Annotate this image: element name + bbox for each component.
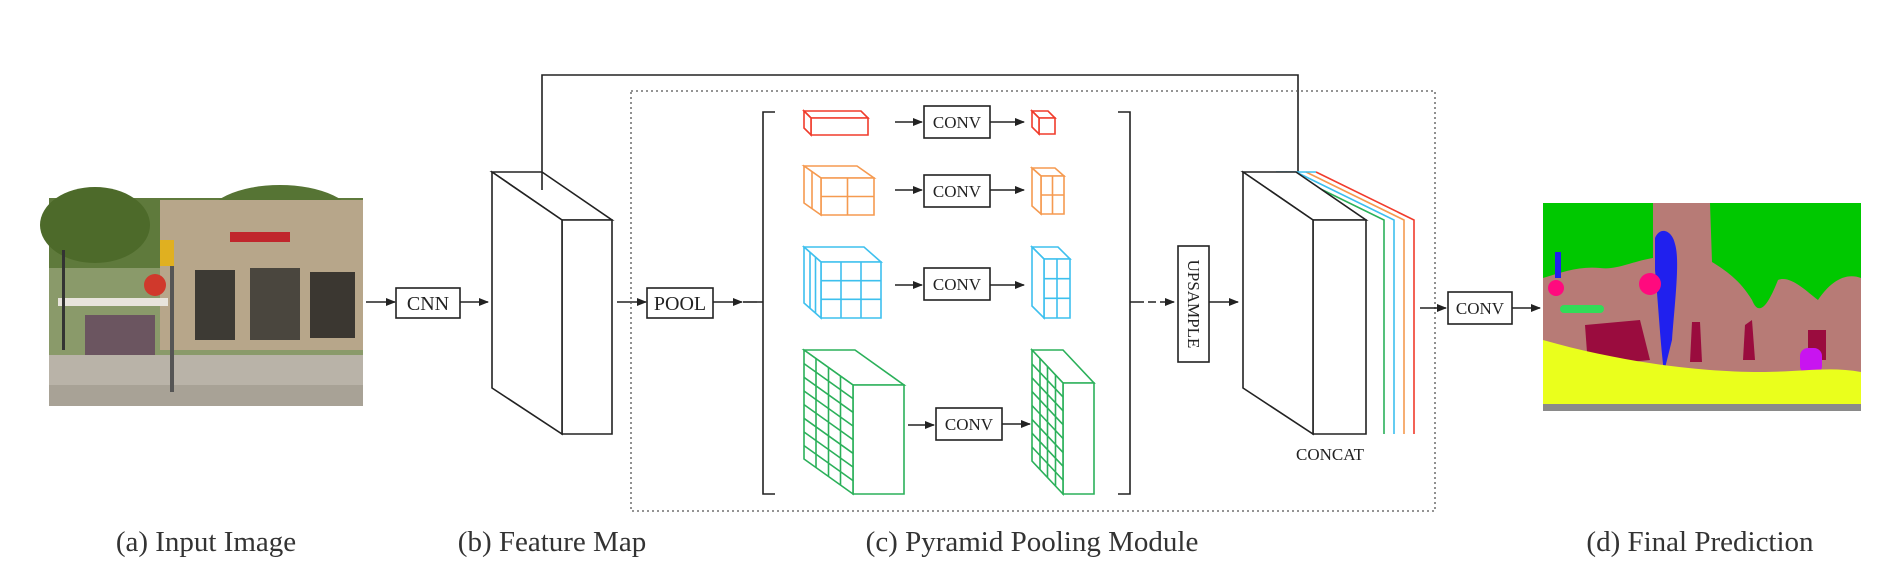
concat-feature-block <box>1240 170 1369 436</box>
level-4-conv-output <box>1030 347 1096 497</box>
caption-input-image: (a) Input Image <box>116 526 296 558</box>
concat-colored-layers <box>1276 171 1415 434</box>
level-1-conv-output <box>1030 109 1057 136</box>
final-prediction-map <box>1543 203 1861 411</box>
caption-feature-map: (b) Feature Map <box>458 526 646 558</box>
final-conv-box <box>1447 291 1513 325</box>
conv-label-2: CONV <box>933 182 982 201</box>
upsample-label: UPSAMPLE <box>1184 260 1203 349</box>
pool-box <box>646 287 714 319</box>
upsample-box <box>1177 245 1210 363</box>
level-1-pooled-block <box>802 109 870 137</box>
right-brace <box>1118 111 1136 495</box>
conv-box-1 <box>923 105 991 139</box>
level-2-conv-output <box>1029 166 1067 216</box>
conv-box-4 <box>935 407 1003 441</box>
conv-label-1: CONV <box>933 113 982 132</box>
final-conv-label: CONV <box>1456 299 1505 318</box>
level-2-pooled-block <box>801 164 877 217</box>
left-brace <box>757 111 775 495</box>
pool-label: POOL <box>654 293 706 315</box>
input-image <box>40 185 363 406</box>
conv-box-2 <box>923 174 991 208</box>
cnn-label: CNN <box>407 293 449 315</box>
ppm-frame <box>630 90 1436 512</box>
level-3-pooled-block <box>801 245 884 320</box>
caption-pyramid-pooling: (c) Pyramid Pooling Module <box>866 526 1199 558</box>
concat-label: CONCAT <box>1296 445 1365 464</box>
conv-box-3 <box>923 267 991 301</box>
conv-label-3: CONV <box>933 275 982 294</box>
conv-label-4: CONV <box>945 415 994 434</box>
feature-map-block <box>489 170 615 436</box>
level-3-conv-output <box>1030 245 1072 320</box>
level-4-pooled-block <box>801 348 907 496</box>
skip-connection-line <box>541 74 1302 191</box>
caption-final-prediction: (d) Final Prediction <box>1586 526 1814 558</box>
cnn-box <box>395 287 461 319</box>
